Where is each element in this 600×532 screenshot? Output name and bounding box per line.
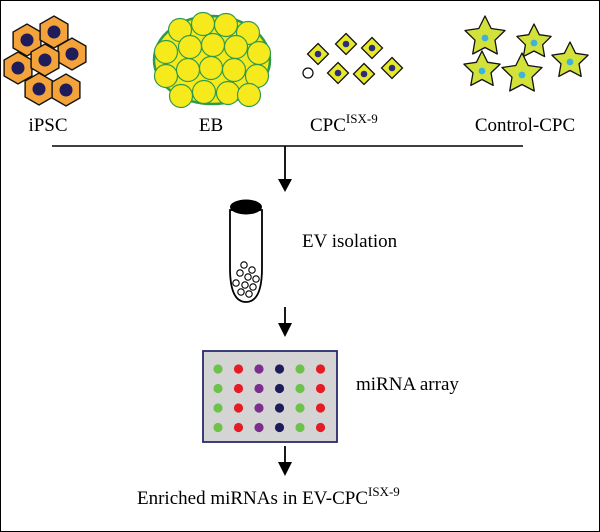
mirna-array-dot (213, 383, 223, 394)
result-label-superscript: ISX-9 (368, 484, 400, 499)
arrow-to-ev-isolation (278, 146, 292, 192)
label-ipsc: iPSC (28, 115, 67, 136)
ev-particle (244, 273, 252, 281)
ipsc-nucleus (65, 47, 79, 61)
result-label-base: Enriched miRNAs in EV-CPC (137, 488, 368, 509)
cpc-nucleus (314, 50, 322, 58)
label-cpc-superscript: ISX-9 (346, 111, 378, 126)
mirna-array-dot (315, 364, 326, 374)
eb-cell (153, 63, 179, 89)
mirna-array-dot (274, 364, 285, 374)
result-label: Enriched miRNAs in EV-CPCISX-9 (137, 484, 400, 509)
mirna-array-dot (233, 383, 244, 394)
ev-particle (241, 281, 249, 289)
mirna-array-dot (254, 422, 264, 433)
control-cpc-nucleus (478, 67, 486, 75)
embryoid-body-cells (153, 11, 272, 109)
cpc-empty-vesicle (302, 67, 314, 79)
arrow-to-mirna-array (278, 307, 292, 337)
eb-cell (221, 57, 247, 83)
mirna-array-dot (213, 422, 223, 433)
mirna-array-dot (315, 383, 326, 394)
mirna-array-dot (274, 403, 285, 413)
control-cpc-nucleus (518, 71, 526, 79)
mirna-array-chip (202, 350, 338, 443)
mirna-array-dot (233, 364, 244, 374)
eb-cell (177, 34, 203, 60)
mirna-array-dot (233, 422, 244, 433)
mirna-array-label: miRNA array (356, 374, 459, 395)
label-cpc-isx9: CPCISX-9 (310, 111, 378, 136)
cpc-nucleus (388, 64, 396, 72)
mirna-array-dot (233, 403, 244, 413)
arrow-to-result (278, 446, 292, 476)
mirna-array-illustration (202, 350, 338, 443)
mirna-array-dot (295, 364, 305, 374)
cpc-nucleus (360, 70, 368, 78)
label-eb: EB (199, 115, 223, 136)
eb-cell (213, 12, 239, 38)
ev-particles (232, 261, 260, 298)
label-cpc-base: CPC (310, 115, 346, 136)
ipsc-nucleus (47, 25, 61, 39)
eb-cell (200, 32, 226, 58)
eb-cell (236, 82, 262, 108)
label-control-cpc: Control-CPC (475, 115, 575, 136)
ipsc-nucleus (11, 61, 25, 75)
mirna-array-dot (254, 383, 264, 394)
eb-cell (190, 11, 216, 37)
cpc-isx9-cell-cluster (302, 32, 404, 86)
mirna-array-dot (315, 403, 326, 413)
mirna-array-dot (295, 422, 305, 433)
control-cpc-nucleus (566, 58, 574, 66)
eb-cell (168, 83, 194, 109)
eb-cell (215, 80, 241, 106)
ev-particle (245, 290, 253, 298)
mirna-array-dot (254, 403, 264, 413)
ipsc-nucleus (20, 33, 34, 47)
mirna-array-dot (315, 422, 326, 433)
mirna-array-dot (213, 403, 223, 413)
mirna-array-dots (213, 364, 326, 433)
eb-cell (246, 40, 272, 66)
ev-particle (240, 261, 248, 269)
cpc-nucleus (334, 69, 342, 77)
embryoid-body-illustration (152, 11, 272, 109)
ev-particle (236, 269, 244, 277)
ipsc-cell-cluster (3, 15, 87, 107)
ev-isolation-label: EV isolation (302, 231, 398, 252)
cpc-nucleus (368, 44, 376, 52)
control-cpc-nucleus (530, 39, 538, 47)
ev-particle (252, 275, 260, 283)
eb-cell (153, 39, 179, 65)
mirna-array-dot (274, 383, 285, 394)
ipsc-nucleus (38, 53, 52, 67)
eb-cell (191, 79, 217, 105)
ev-particle (249, 283, 257, 291)
mirna-array-dot (295, 383, 305, 394)
eb-cell (223, 34, 249, 60)
ev-particle (248, 266, 256, 274)
eb-cell (175, 57, 201, 83)
mirna-array-dot (295, 403, 305, 413)
ev-particle (232, 279, 240, 287)
ev-particle (237, 288, 245, 296)
cpc-nucleus (342, 40, 350, 48)
ipsc-nucleus (32, 82, 46, 96)
eb-cell (198, 55, 224, 81)
control-cpc-cell-cluster (463, 15, 589, 92)
ipsc-nucleus (59, 83, 73, 97)
ev-tube-icon (229, 199, 263, 303)
control-cpc-nucleus (481, 34, 489, 42)
mirna-array-dot (274, 422, 285, 433)
mirna-array-dot (254, 364, 264, 374)
mirna-array-dot (213, 364, 223, 374)
